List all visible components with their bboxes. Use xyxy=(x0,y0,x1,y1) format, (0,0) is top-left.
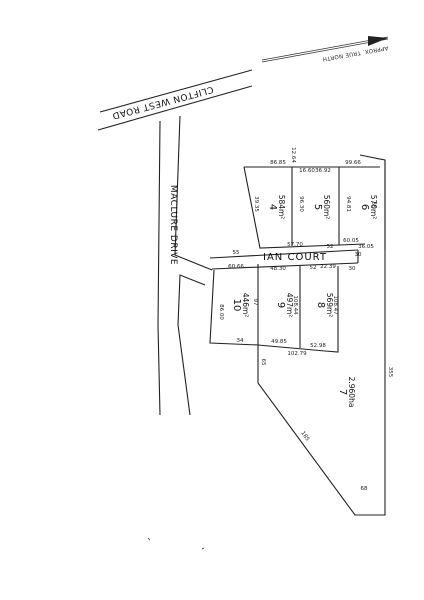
dimension-label: 94.81 xyxy=(345,196,351,212)
dimension-label: 96.30 xyxy=(298,196,304,212)
lot-number: 10 xyxy=(231,299,242,312)
ian-court-label: IAN COURT xyxy=(263,252,327,263)
dimension-label: 99.66 xyxy=(345,160,361,166)
lot-area: 569m² xyxy=(325,293,334,318)
dimension-label: 36.05 xyxy=(358,244,374,250)
lot-boundaries xyxy=(209,154,386,516)
dimension-label: 12.64 xyxy=(290,147,296,163)
lot-number: 8 xyxy=(315,302,326,308)
dimension-label: 22.39 xyxy=(320,264,336,270)
maclure-drive xyxy=(157,115,213,416)
dimension-label: 34 xyxy=(237,338,244,344)
lot-number: 5 xyxy=(312,204,323,210)
dimension-label: 55 xyxy=(233,250,240,256)
dimension-label: 102.79 xyxy=(287,351,307,357)
dimension-label: 86.85 xyxy=(270,160,286,166)
lot-area: 584m² xyxy=(277,195,286,220)
dimension-label: 30 xyxy=(355,252,362,258)
dimension-label: 355 xyxy=(387,367,393,378)
dimension-label: 108.47 xyxy=(332,295,338,315)
dimension-label: 52 xyxy=(327,244,334,250)
dimension-label: 65 xyxy=(260,359,266,366)
dimension-label: 30 xyxy=(349,266,356,272)
dimension-label: 86.00 xyxy=(218,304,224,320)
dimension-label: 48.30 xyxy=(270,266,286,272)
lot-number: 7 xyxy=(337,389,348,395)
dimension-label: 49.85 xyxy=(271,339,287,345)
lot-area: 570m² xyxy=(369,195,378,220)
dimension-label: 97 xyxy=(252,299,258,306)
lot-number: 9 xyxy=(275,302,286,308)
dimension-label: 185 xyxy=(299,430,310,442)
dimension-label: 16.60 xyxy=(299,168,315,174)
dimension-label: 60.66 xyxy=(228,264,244,270)
lot-area: 497m² xyxy=(285,293,294,318)
north-arrow-icon xyxy=(261,36,389,63)
maclure-drive-label: MACLURE DRIVE xyxy=(168,185,178,265)
dimension-label: 52.98 xyxy=(310,343,326,349)
dimension-label: 57.70 xyxy=(287,242,303,248)
dimension-label: 55 xyxy=(370,202,376,209)
clifton-west-road-label: CLIFTON WEST ROAD xyxy=(111,84,215,121)
lot-number: 4 xyxy=(267,204,278,210)
dimension-label: 39.35 xyxy=(253,196,259,212)
lot-area: 2.960ha xyxy=(347,377,356,408)
dimension-label: 52 xyxy=(310,265,317,271)
scan-marks xyxy=(147,537,205,550)
lot-area: 560m² xyxy=(322,195,331,220)
clifton-west-road xyxy=(97,69,253,131)
dimension-label: 60.05 xyxy=(343,238,359,244)
dimension-label: 108.44 xyxy=(292,295,298,315)
dimension-label: 68 xyxy=(361,486,368,492)
dimension-label: 36.92 xyxy=(315,168,331,174)
lot-area: 446m² xyxy=(241,293,250,318)
lot-number: 6 xyxy=(359,204,370,210)
